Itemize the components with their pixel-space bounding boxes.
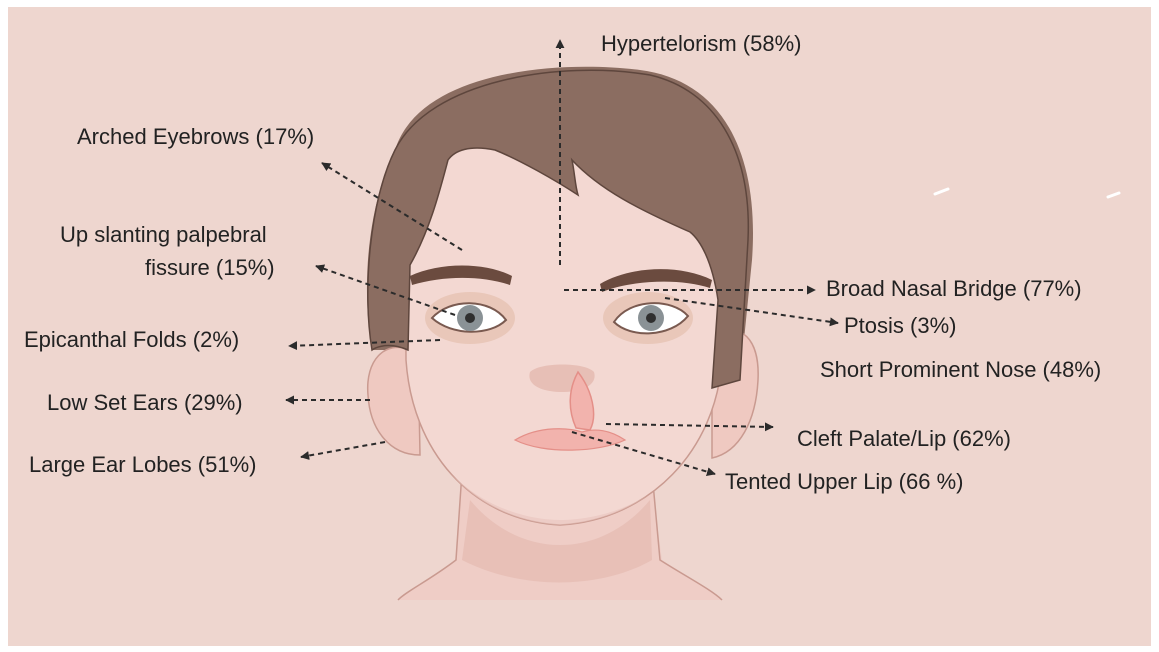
label-broad-nasal-bridge: Broad Nasal Bridge (77%) [826,276,1082,302]
label-ptosis: Ptosis (3%) [844,313,956,339]
label-short-prominent-nose: Short Prominent Nose (48%) [820,357,1101,383]
label-hypertelorism: Hypertelorism (58%) [601,31,802,57]
label-tented-upper-lip: Tented Upper Lip (66 %) [725,469,963,495]
left-pupil [465,313,475,323]
label-low-set-ears: Low Set Ears (29%) [47,390,243,416]
label-epicanthal-folds: Epicanthal Folds (2%) [24,327,239,353]
label-cleft-palate-lip: Cleft Palate/Lip (62%) [797,426,1011,452]
label-upslanting-fissure-line1: Up slanting palpebral [60,222,267,248]
label-arched-eyebrows: Arched Eyebrows (17%) [77,124,314,150]
label-upslanting-fissure-line2: fissure (15%) [145,255,275,281]
label-large-ear-lobes: Large Ear Lobes (51%) [29,452,256,478]
right-pupil [646,313,656,323]
